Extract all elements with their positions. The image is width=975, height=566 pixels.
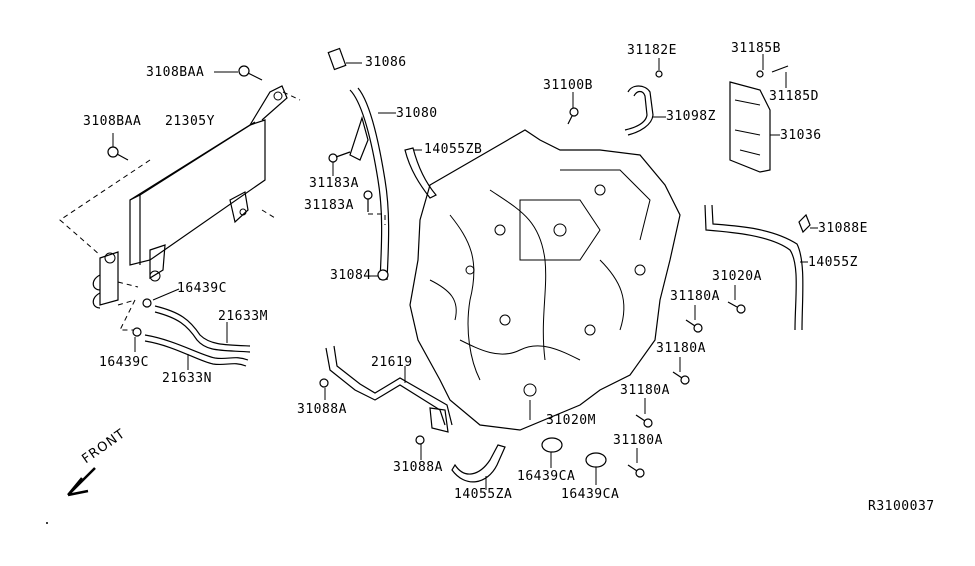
oil-cooler-drawing: [59, 85, 301, 331]
control-unit-drawing: [729, 54, 789, 173]
lower-parts-drawing: [451, 437, 607, 490]
transaxle-drawing: [409, 129, 681, 431]
part-label-14055ZA[interactable]: 14055ZA: [454, 487, 513, 502]
bolt-3108BAA-left-drawing: [107, 133, 129, 161]
part-label-31183A-b[interactable]: 31183A: [304, 198, 354, 213]
bolt-31183A-drawing: [328, 151, 386, 225]
part-label-31180A-c[interactable]: 31180A: [620, 383, 670, 398]
part-label-31080[interactable]: 31080: [396, 106, 438, 121]
part-label-31185B[interactable]: 31185B: [731, 41, 781, 56]
part-label-16439CA-b[interactable]: 16439CA: [561, 487, 620, 502]
part-label-16439C-b[interactable]: 16439C: [99, 355, 149, 370]
part-label-3108BAA-left[interactable]: 3108BAA: [83, 114, 142, 129]
part-label-31180A-b[interactable]: 31180A: [656, 341, 706, 356]
oil-pipe-21619-drawing: [319, 345, 453, 460]
bolt-3108BAA-top-drawing: [214, 65, 263, 81]
part-label-31088A-a[interactable]: 31088A: [297, 402, 347, 417]
front-arrow-icon: [67, 467, 96, 497]
part-label-31086[interactable]: 31086: [365, 55, 407, 70]
upper-parts-drawing: [567, 58, 666, 136]
part-label-31088E[interactable]: 31088E: [818, 221, 868, 236]
part-label-31180A-a[interactable]: 31180A: [670, 289, 720, 304]
part-label-16439C-a[interactable]: 16439C: [177, 281, 227, 296]
part-label-21305Y[interactable]: 21305Y: [165, 114, 215, 129]
part-label-31098Z[interactable]: 31098Z: [666, 109, 716, 124]
part-label-21619[interactable]: 21619: [371, 355, 413, 370]
part-label-16439CA-a[interactable]: 16439CA: [517, 469, 576, 484]
hose-14055ZB-drawing: [404, 147, 437, 199]
part-label-31182E[interactable]: 31182E: [627, 43, 677, 58]
part-label-31180A-d[interactable]: 31180A: [613, 433, 663, 448]
right-bolts-drawing: [627, 285, 746, 478]
part-label-31185D[interactable]: 31185D: [769, 89, 819, 104]
part-label-31020M[interactable]: 31020M: [546, 413, 596, 428]
part-label-31036[interactable]: 31036: [780, 128, 822, 143]
part-label-21633N[interactable]: 21633N: [162, 371, 212, 386]
hose-14055Z-drawing: [704, 204, 818, 331]
part-label-3108BAA-top[interactable]: 3108BAA: [146, 65, 205, 80]
part-label-14055Z[interactable]: 14055Z: [808, 255, 858, 270]
cooler-hoses-drawing: [132, 288, 251, 370]
part-label-31100B[interactable]: 31100B: [543, 78, 593, 93]
part-label-31020A[interactable]: 31020A: [712, 269, 762, 284]
part-label-31088A-b[interactable]: 31088A: [393, 460, 443, 475]
part-label-31183A-a[interactable]: 31183A: [309, 176, 359, 191]
reference-code: R3100037: [868, 499, 935, 514]
part-label-31084[interactable]: 31084: [330, 268, 372, 283]
part-label-21633M[interactable]: 21633M: [218, 309, 268, 324]
part-label-14055ZB[interactable]: 14055ZB: [424, 142, 483, 157]
oil-charging-pipe-drawing: [327, 47, 396, 281]
